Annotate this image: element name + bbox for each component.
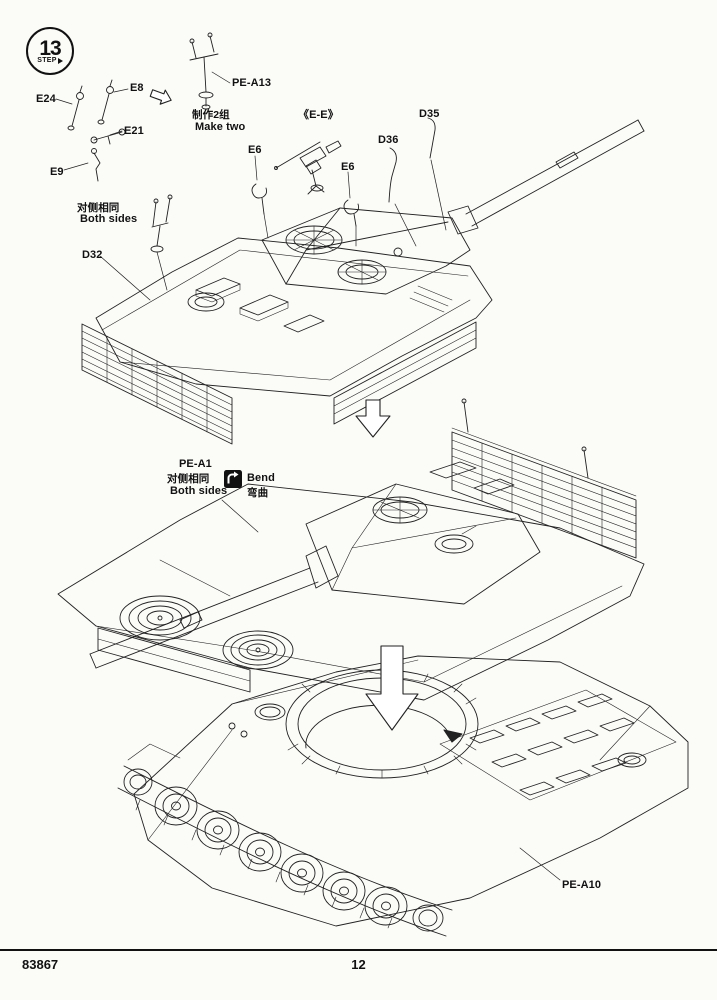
section-label-ee: 《E-E》	[298, 109, 339, 121]
page-number: 12	[351, 957, 366, 972]
step-number: 13	[39, 37, 61, 60]
leader-lines	[55, 71, 561, 881]
arrow-down-large-icon	[365, 645, 419, 731]
callout-e24: E24	[36, 93, 56, 105]
callout-pe-a10: PE-A10	[562, 879, 602, 891]
note-both-sides-top-cn: 对侧相同	[77, 202, 120, 214]
note-both-sides-mid-en: Both sides	[170, 485, 228, 497]
step-arrow-icon	[57, 57, 63, 64]
bend-icon	[224, 470, 242, 488]
callout-d35: D35	[419, 108, 440, 120]
note-bend-cn: 弯曲	[247, 487, 269, 499]
note-bend-en: Bend	[247, 472, 275, 484]
middle-assembly-view	[57, 398, 645, 701]
arrow-right-icon	[149, 89, 172, 105]
callout-e21: E21	[124, 125, 144, 137]
callout-e9: E9	[50, 166, 64, 178]
kit-number: 83867	[22, 957, 59, 972]
callout-e6-left: E6	[248, 144, 262, 156]
callout-pe-a13: PE-A13	[232, 77, 272, 89]
step-label: STEP	[37, 57, 57, 64]
callout-e8: E8	[130, 82, 144, 94]
part-sketches	[67, 32, 436, 253]
upper-assembly-view	[81, 119, 645, 445]
direction-arrows	[149, 89, 419, 731]
note-make-two-cn: 制作2组	[192, 109, 230, 121]
footer-divider	[0, 949, 717, 951]
callout-d32: D32	[82, 249, 103, 261]
note-both-sides-mid-cn: 对侧相同	[167, 473, 210, 485]
callout-d36: D36	[378, 134, 399, 146]
note-both-sides-top-en: Both sides	[80, 213, 138, 225]
arrow-down-icon	[355, 399, 391, 438]
callout-pe-a1: PE-A1	[179, 458, 212, 470]
note-make-two-en: Make two	[195, 121, 246, 133]
callout-e6-right: E6	[341, 161, 355, 173]
step-badge: 13 STEP	[26, 27, 74, 75]
